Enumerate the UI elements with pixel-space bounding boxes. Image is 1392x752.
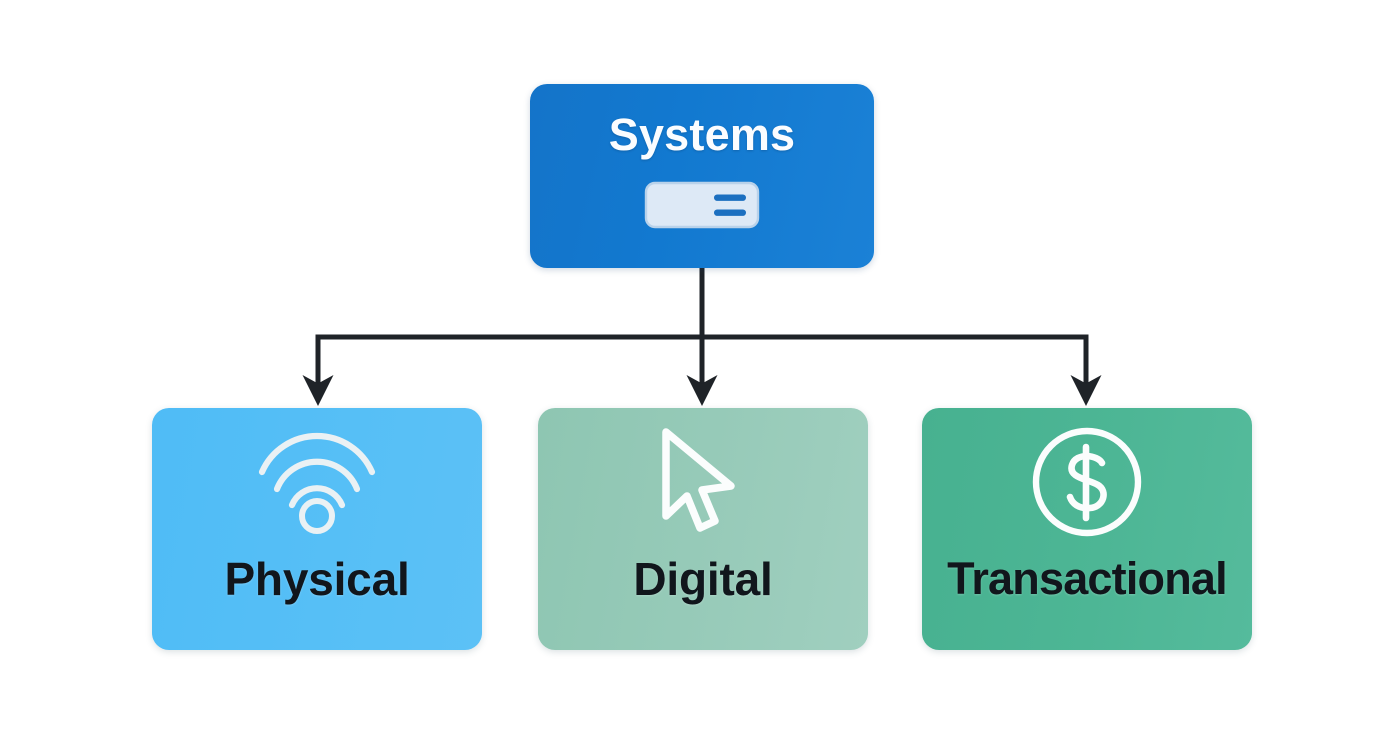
node-digital-icon-wrap	[538, 408, 868, 556]
node-systems-label: Systems	[608, 109, 796, 160]
node-physical-icon-wrap	[152, 408, 482, 556]
node-digital[interactable]: Digital	[538, 408, 868, 650]
dollar-circle-icon	[1032, 427, 1142, 537]
server-rack-icon	[642, 178, 762, 237]
node-digital-label: Digital	[633, 553, 773, 605]
node-transactional[interactable]: Transactional	[922, 408, 1252, 650]
wifi-icon	[258, 432, 376, 534]
node-physical[interactable]: Physical	[152, 408, 482, 650]
node-systems[interactable]: Systems	[530, 84, 874, 268]
cursor-pointer-icon	[662, 428, 735, 532]
node-transactional-label: Transactional	[947, 553, 1228, 604]
node-transactional-icon-wrap	[922, 408, 1252, 556]
node-physical-label: Physical	[224, 553, 410, 605]
